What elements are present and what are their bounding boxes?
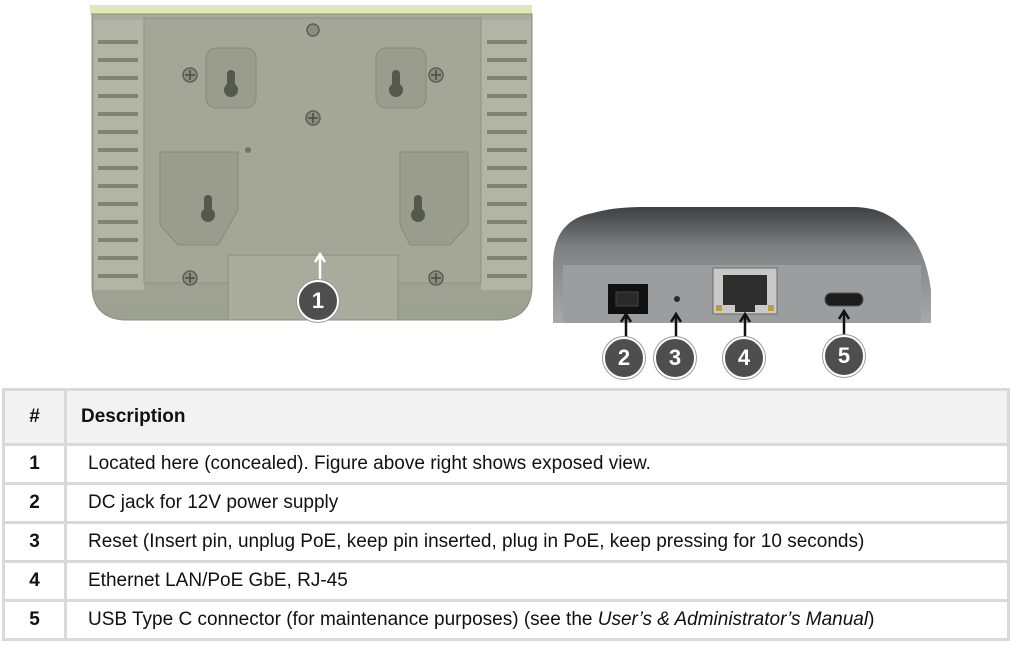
header-description: Description xyxy=(64,388,1010,446)
row-number: 1 xyxy=(2,443,67,485)
table-row: 3 Reset (Insert pin, unplug PoE, keep pi… xyxy=(2,521,1010,563)
device-ports-illustration xyxy=(553,207,931,323)
row-description-text: USB Type C connector (for maintenance pu… xyxy=(88,609,598,630)
header-number: # xyxy=(2,388,67,446)
callout-5: 5 xyxy=(823,335,865,377)
row-number: 4 xyxy=(2,560,67,602)
row-description: USB Type C connector (for maintenance pu… xyxy=(64,599,1010,641)
callout-3: 3 xyxy=(654,337,696,379)
device-ports-view: 2 3 4 5 xyxy=(553,205,933,385)
table-row: 5 USB Type C connector (for maintenance … xyxy=(2,599,1010,641)
callout-4: 4 xyxy=(723,337,765,379)
row-description: DC jack for 12V power supply xyxy=(64,482,1010,524)
manual-title: User’s & Administrator’s Manual xyxy=(597,609,869,630)
row-number: 3 xyxy=(2,521,67,563)
callout-1-arrow xyxy=(313,252,327,282)
callout-2: 2 xyxy=(603,337,645,379)
row-description: Ethernet LAN/PoE GbE, RJ-45 xyxy=(64,560,1010,602)
callout-5-arrow xyxy=(837,309,851,339)
device-back-illustration xyxy=(90,5,533,321)
port-description-table: # Description 1 Located here (concealed)… xyxy=(2,388,1010,641)
row-number: 5 xyxy=(2,599,67,641)
row-number: 2 xyxy=(2,482,67,524)
table-row: 2 DC jack for 12V power supply xyxy=(2,482,1010,524)
row-description-suffix: ) xyxy=(868,609,875,630)
row-description: Reset (Insert pin, unplug PoE, keep pin … xyxy=(64,521,1010,563)
callout-1: 1 xyxy=(297,280,339,322)
table-row: 4 Ethernet LAN/PoE GbE, RJ-45 xyxy=(2,560,1010,602)
row-description: Located here (concealed). Figure above r… xyxy=(64,443,1010,485)
table-header-row: # Description xyxy=(2,388,1010,446)
device-back-view: 1 xyxy=(88,0,542,325)
table-row: 1 Located here (concealed). Figure above… xyxy=(2,443,1010,485)
